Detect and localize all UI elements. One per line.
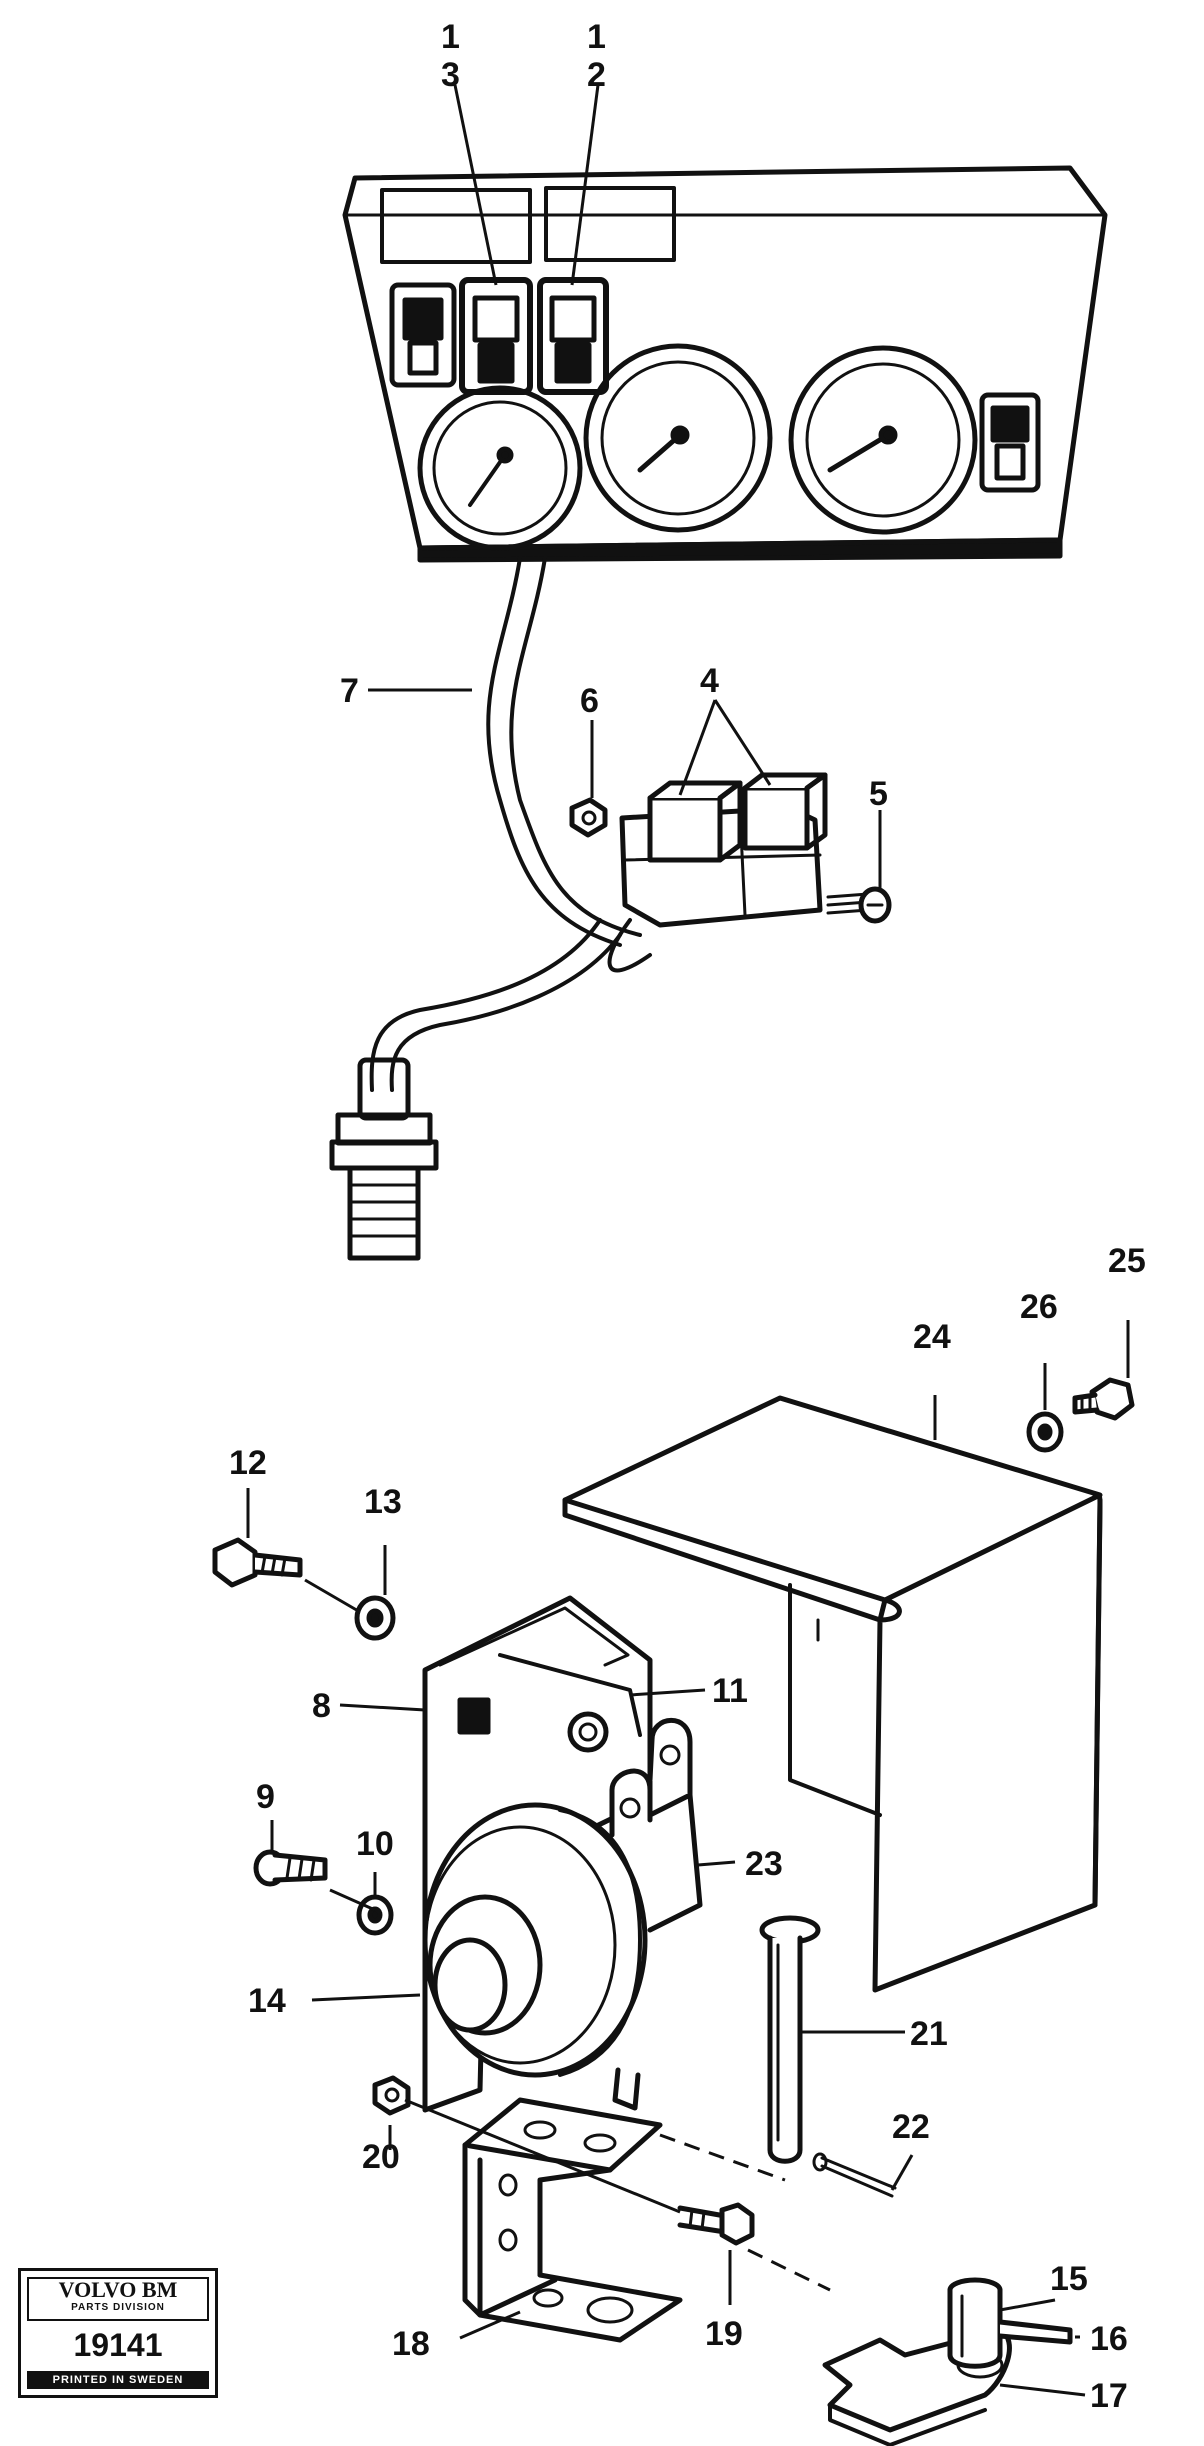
rocker-switch-left <box>389 282 457 388</box>
pin-21 <box>759 1915 821 2164</box>
callout-10: 10 <box>356 1825 394 1863</box>
bolt-9 <box>253 1849 328 1887</box>
callout-22: 22 <box>892 2108 930 2146</box>
callout-16: 16 <box>1090 2320 1128 2358</box>
callout-8: 8 <box>312 1687 331 1725</box>
lower-bracket <box>462 2097 683 2343</box>
gauge-center <box>583 343 773 533</box>
stamp-footer: PRINTED IN SWEDEN <box>27 2371 209 2389</box>
callout-14: 14 <box>248 1982 286 2020</box>
gauge-left <box>417 385 583 551</box>
leader-lines <box>246 84 1130 2397</box>
callout-labels: 1 3 1 2 7 6 4 5 24 26 25 12 13 11 8 9 10… <box>229 18 1146 2415</box>
sleeve-15 <box>947 2277 1003 2369</box>
cable-harness <box>369 556 652 1092</box>
callout-11: 11 <box>712 1672 748 1710</box>
callout-19: 19 <box>705 2315 743 2353</box>
pin-16 <box>997 2319 1073 2345</box>
callout-26: 26 <box>1020 1288 1058 1326</box>
sensor <box>329 1057 439 1261</box>
stamp-brand: VOLVO BM <box>58 2277 178 2302</box>
callout-15: 15 <box>1050 2260 1088 2298</box>
washer-10 <box>356 1894 394 1936</box>
callout-24: 24 <box>913 1318 951 1356</box>
callout-9: 9 <box>256 1778 275 1816</box>
washer-26 <box>1026 1411 1064 1453</box>
instrument-panel <box>342 165 1108 563</box>
bolt-12 <box>212 1537 303 1588</box>
washer-13 <box>354 1595 396 1641</box>
callout-18: 18 <box>392 2325 430 2363</box>
callout-12: 12 <box>229 1444 267 1482</box>
rocker-switch-right <box>979 392 1041 493</box>
callout-25: 25 <box>1108 1242 1146 1280</box>
split-pin-22 <box>812 2152 897 2198</box>
callout-21: 21 <box>910 2015 948 2053</box>
gauge-right <box>788 345 978 535</box>
callout-2: 2 <box>587 56 606 94</box>
bolt-19 <box>677 2202 755 2246</box>
callout-4: 4 <box>700 662 719 700</box>
screw-5 <box>826 886 892 924</box>
stamp-brand-box: VOLVO BM PARTS DIVISION <box>27 2277 209 2321</box>
callout-20: 20 <box>362 2138 400 2176</box>
callout-13: 13 <box>364 1483 402 1521</box>
callout-1-a: 1 <box>441 18 460 56</box>
bolt-25 <box>1072 1377 1135 1421</box>
stamp-illustration-code: 19141 <box>73 2327 163 2363</box>
nut-6 <box>569 797 608 838</box>
callout-6: 6 <box>580 682 599 720</box>
callout-1-b: 1 <box>587 18 606 56</box>
cover-plate <box>562 1395 1103 1993</box>
callout-3: 3 <box>441 56 460 94</box>
relay-block <box>619 772 828 928</box>
rocker-switch-3 <box>459 277 533 395</box>
hidden-lines <box>659 2133 831 2292</box>
callout-7: 7 <box>340 672 359 710</box>
horn <box>422 1717 703 2111</box>
callout-5: 5 <box>869 775 888 813</box>
nut-20 <box>372 2075 411 2116</box>
callout-17: 17 <box>1090 2377 1128 2415</box>
volvo-bm-parts-stamp: VOLVO BM PARTS DIVISION 19141 PRINTED IN… <box>18 2268 218 2398</box>
stamp-division: PARTS DIVISION <box>71 2302 165 2313</box>
callout-23: 23 <box>745 1845 783 1883</box>
